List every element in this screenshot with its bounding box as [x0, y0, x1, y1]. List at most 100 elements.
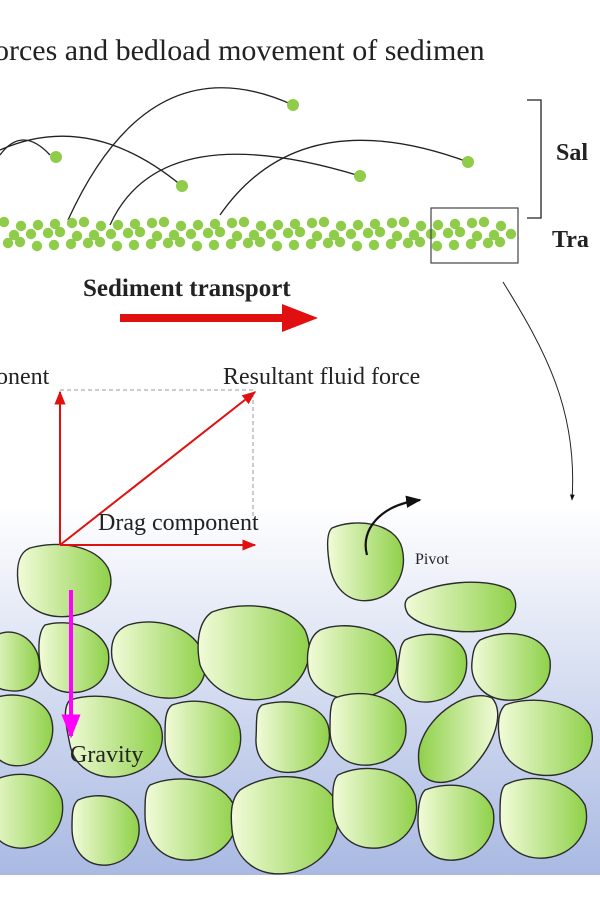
traction-particle — [162, 237, 174, 249]
traction-particle — [335, 220, 347, 232]
grain — [331, 767, 418, 849]
traction-particle — [209, 218, 221, 230]
traction-particle — [448, 239, 460, 251]
traction-particle — [322, 237, 334, 249]
force-diagram — [54, 389, 257, 739]
grain — [0, 694, 54, 767]
traction-particle — [334, 236, 346, 248]
traction-particle — [282, 227, 294, 239]
traction-particle — [265, 228, 277, 240]
pivot-grain-lower — [404, 581, 517, 633]
traction-particle — [25, 228, 37, 240]
traction-particle — [254, 236, 266, 248]
grain — [0, 773, 64, 849]
traction-particle — [494, 236, 506, 248]
traction-particle — [466, 217, 478, 229]
traction-particle — [271, 240, 283, 252]
traction-particle — [95, 220, 107, 232]
traction-particle — [78, 216, 90, 228]
traction-particle — [146, 217, 158, 229]
traction-particle — [306, 217, 318, 229]
traction-particle — [305, 238, 317, 250]
grain — [396, 633, 468, 703]
parallelogram-guide — [60, 389, 254, 520]
zoom-connector — [502, 281, 575, 501]
traction-particle — [128, 239, 140, 251]
grain — [471, 633, 551, 701]
grain — [71, 795, 140, 866]
grain — [38, 622, 110, 694]
traction-particle — [385, 238, 397, 250]
resultant-arrow — [59, 391, 257, 546]
traction-particle — [402, 237, 414, 249]
traction-particle — [495, 220, 507, 232]
traction-particle — [31, 240, 43, 252]
traction-particle — [129, 218, 141, 230]
traction-particle — [48, 239, 60, 251]
grain — [255, 701, 330, 774]
gravity-label: Gravity — [70, 742, 143, 768]
resultant-force-label: Resultant fluid force — [223, 364, 420, 390]
traction-particle — [471, 230, 483, 242]
traction-particle — [488, 229, 500, 241]
traction-particle — [208, 239, 220, 251]
traction-particle — [449, 218, 461, 230]
pivot-rotation-arrow — [364, 495, 422, 556]
traction-particle — [311, 230, 323, 242]
traction-particle — [82, 237, 94, 249]
grain — [497, 699, 593, 777]
traction-particle — [432, 219, 444, 231]
traction-particle — [374, 226, 386, 238]
traction-particles — [0, 216, 517, 252]
traction-particle — [134, 226, 146, 238]
traction-particle — [54, 226, 66, 238]
traction-particle — [478, 216, 490, 228]
traction-particle — [386, 217, 398, 229]
traction-particle — [368, 239, 380, 251]
pivot-label: Pivot — [415, 551, 449, 568]
bed-grains — [0, 522, 593, 875]
traction-particle — [8, 229, 20, 241]
traction-particle — [231, 230, 243, 242]
saltation-trajectories — [0, 87, 469, 226]
traction-particle — [112, 219, 124, 231]
traction-particle — [465, 238, 477, 250]
traction-particle — [111, 240, 123, 252]
traction-particle — [318, 216, 330, 228]
traction-particle — [145, 238, 157, 250]
traction-particle — [272, 219, 284, 231]
saltating-particles — [50, 99, 474, 192]
traction-particle — [226, 217, 238, 229]
traction-particle — [255, 220, 267, 232]
traction-particle — [158, 216, 170, 228]
traction-particle — [105, 228, 117, 240]
magnifier-box — [430, 207, 519, 264]
traction-particle — [398, 216, 410, 228]
traction-particle — [225, 238, 237, 250]
traction-particle — [482, 237, 494, 249]
traction-particle — [415, 220, 427, 232]
traction-particle — [248, 229, 260, 241]
traction-particle — [408, 229, 420, 241]
traction-particle — [202, 227, 214, 239]
lift-component-label: onent — [0, 364, 50, 390]
traction-particle — [362, 227, 374, 239]
traction-particle — [94, 236, 106, 248]
saltation-label: Sal — [556, 140, 588, 166]
sediment-transport-label: Sediment transport — [83, 275, 291, 302]
zone-bracket — [527, 99, 542, 219]
traction-particle — [238, 216, 250, 228]
traction-particle — [192, 219, 204, 231]
traction-particle — [352, 219, 364, 231]
grain — [329, 692, 407, 766]
traction-particle — [328, 229, 340, 241]
traction-particle — [174, 236, 186, 248]
traction-particle — [294, 226, 306, 238]
traction-particle — [71, 230, 83, 242]
traction-particle — [66, 217, 78, 229]
traction-particle — [242, 237, 254, 249]
grain — [164, 700, 242, 778]
diagram-title: orces and bedload movement of sedimen — [0, 34, 485, 67]
traction-particle — [168, 229, 180, 241]
traction-particle — [65, 238, 77, 250]
